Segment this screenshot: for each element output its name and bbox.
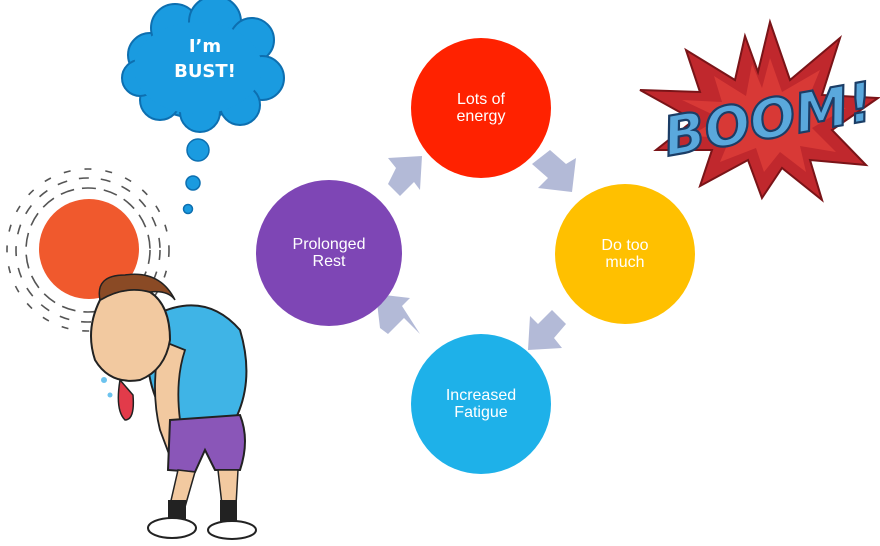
arrow-rest-to-energy [388, 156, 422, 196]
cycle-node-lots-of-energy: Lots of energy [411, 38, 551, 178]
arrow-do-too-much-to-fatigue [528, 310, 566, 350]
node-label: Prolonged Rest [292, 236, 366, 270]
thought-dot [186, 138, 210, 162]
node-label: Do too much [601, 237, 649, 271]
thought-dot [182, 203, 194, 215]
arrow-energy-to-do-too-much [532, 150, 576, 192]
cycle-node-do-too-much: Do too much [555, 184, 695, 324]
cycle-node-increased-fatigue: Increased Fatigue [411, 334, 551, 474]
speech-bubble-text: I’m BUST! [174, 36, 236, 82]
thought-dot [185, 175, 201, 191]
node-label: Increased Fatigue [445, 387, 517, 421]
red-sun-icon [39, 199, 139, 299]
arrow-fatigue-to-rest [376, 294, 420, 334]
node-label: Lots of energy [456, 91, 506, 125]
cycle-node-prolonged-rest: Prolonged Rest [256, 180, 402, 326]
